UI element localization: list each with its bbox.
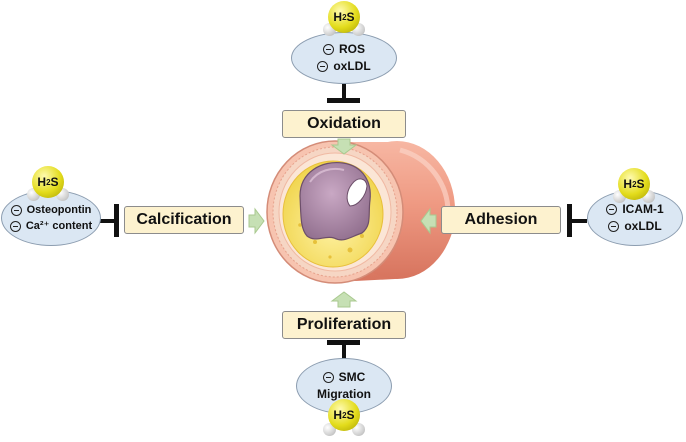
inhibit-bar-top [327, 98, 360, 103]
inhibit-bar-bottom [327, 340, 360, 345]
effect-ros: ROS [338, 42, 365, 56]
arrow-left-adhesion [420, 207, 437, 235]
minus-circle-icon [10, 204, 22, 216]
minus-circle-icon [322, 44, 334, 55]
adhesion-box: Adhesion [441, 206, 561, 234]
effect-smc: SMC [338, 370, 366, 384]
calcification-box: Calcification [124, 206, 244, 234]
minus-circle-icon [322, 372, 334, 383]
effect-osteopontin: Osteopontin [26, 204, 92, 216]
lumen [299, 161, 371, 241]
inhibit-stem-bottom [342, 341, 346, 360]
minus-circle-icon [9, 220, 21, 232]
inhibit-stem-right [569, 219, 587, 223]
arrow-down-oxidation [330, 138, 358, 155]
effect-ellipse-top: ROS oxLDL [291, 32, 397, 84]
arrow-right-calcification [248, 207, 265, 235]
proliferation-box: Proliferation [282, 311, 406, 339]
inhibit-bar-right [567, 204, 572, 237]
minus-circle-icon [608, 221, 620, 232]
oxidation-box: Oxidation [282, 110, 406, 138]
minus-circle-icon [606, 204, 618, 215]
inhibit-stem-left [100, 219, 116, 223]
inhibit-stem-top [342, 84, 346, 100]
effect-migration: Migration [317, 387, 371, 401]
effect-icam1: ICAM-1 [622, 202, 664, 216]
arrow-up-proliferation [330, 291, 358, 308]
effect-oxldl-top: oxLDL [333, 59, 371, 73]
minus-circle-icon [317, 61, 329, 72]
effect-oxldl-right: oxLDL [624, 219, 662, 233]
inhibit-bar-left [114, 204, 119, 237]
lumen-highlight [346, 178, 368, 207]
effect-ellipse-left: Osteopontin Ca²⁺ content [1, 190, 101, 246]
effect-calcium-content: Ca²⁺ content [25, 220, 93, 232]
